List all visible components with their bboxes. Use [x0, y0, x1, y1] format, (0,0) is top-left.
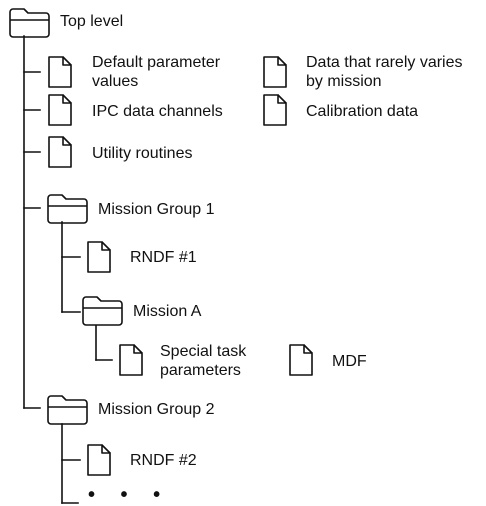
- root-folder-label: Top level: [60, 13, 124, 30]
- mission-a-label: Mission A: [133, 303, 202, 320]
- document-icon: [289, 344, 313, 376]
- calibration-data-label: Calibration data: [306, 103, 419, 120]
- folder-icon: [82, 296, 123, 326]
- document-icon: [263, 56, 287, 88]
- rarely-varies-data-label: Data that rarely varies by mission: [306, 54, 463, 90]
- rndf-1-label: RNDF #1: [130, 249, 197, 266]
- tree-connectors: [23, 35, 113, 504]
- document-icon: [48, 136, 72, 168]
- folder-icon: [47, 395, 88, 425]
- mdf-label: MDF: [332, 353, 367, 370]
- mission-group-2-label: Mission Group 2: [98, 401, 215, 418]
- default-parameters-label: Default parameter values: [92, 54, 221, 90]
- more-items-ellipsis: • • •: [88, 484, 171, 506]
- rndf-2-label: RNDF #2: [130, 452, 197, 469]
- document-icon: [119, 344, 143, 376]
- document-icon: [48, 94, 72, 126]
- folder-icon: [9, 8, 50, 38]
- document-icon: [87, 444, 111, 476]
- folder-icon: [47, 194, 88, 224]
- document-icon: [263, 94, 287, 126]
- special-task-parameters-label: Special task parameters: [160, 343, 247, 379]
- document-icon: [48, 56, 72, 88]
- utility-routines-label: Utility routines: [92, 145, 193, 162]
- mission-group-1-label: Mission Group 1: [98, 201, 215, 218]
- ipc-channels-label: IPC data channels: [92, 103, 223, 120]
- document-icon: [87, 241, 111, 273]
